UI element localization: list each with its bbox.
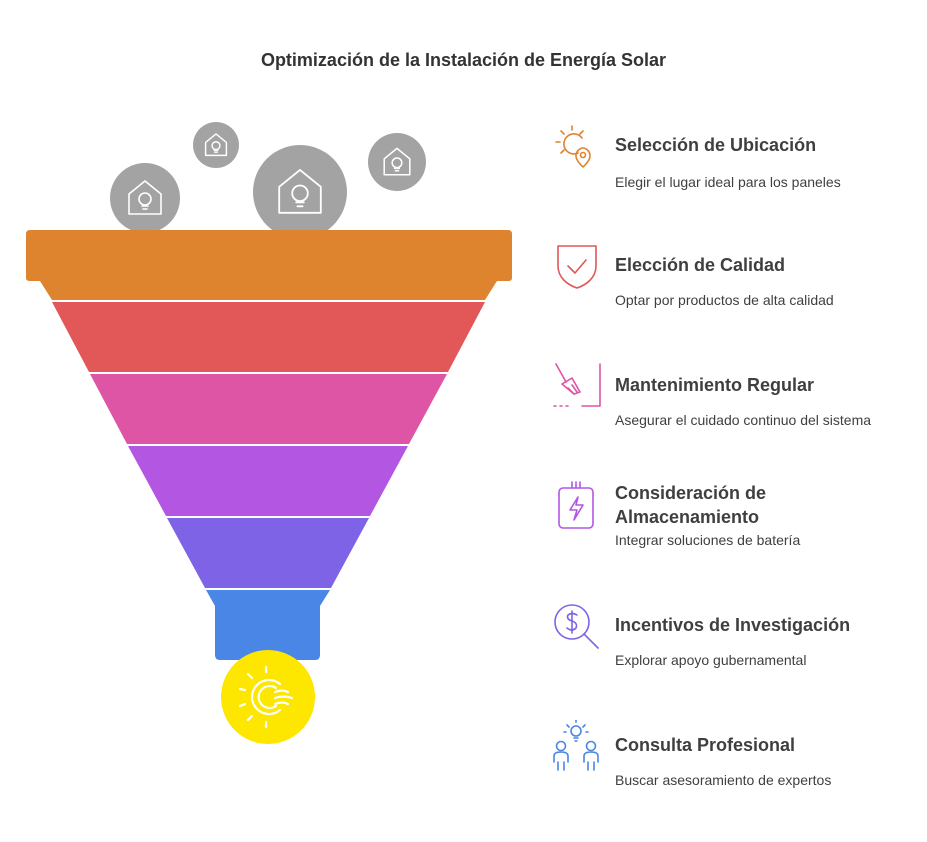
funnel-layer-2 <box>52 302 485 372</box>
funnel-layer-3 <box>90 374 447 444</box>
funnel-layer-4 <box>128 446 408 516</box>
dollar-search-icon <box>554 604 599 649</box>
broom-icon <box>553 363 601 407</box>
shield-check-icon <box>557 245 597 289</box>
house-lightbulb-icon <box>383 147 411 176</box>
step-description: Integrar soluciones de batería <box>615 532 801 548</box>
step-description: Explorar apoyo gubernamental <box>615 652 807 668</box>
step-description: Optar por productos de alta calidad <box>615 292 834 308</box>
funnel-bubble <box>368 133 426 191</box>
funnel-layer-6 <box>206 590 330 660</box>
house-lightbulb-icon <box>278 168 322 214</box>
house-lightbulb-icon <box>128 180 162 215</box>
funnel-bubble <box>253 145 347 239</box>
funnel-bubble <box>110 163 180 233</box>
step-heading: Selección de Ubicación <box>615 135 817 155</box>
step-heading: Consulta Profesional <box>615 735 796 755</box>
step-heading: Consideración de Almacenamiento <box>615 483 767 527</box>
sun-location-pin-icon <box>555 125 591 168</box>
step-heading: Elección de Calidad <box>615 255 786 275</box>
step-heading: Mantenimiento Regular <box>615 375 815 395</box>
people-idea-icon <box>553 720 599 771</box>
step-description: Elegir el lugar ideal para los paneles <box>615 174 841 190</box>
funnel-output <box>221 650 315 744</box>
funnel-layer-5 <box>167 518 369 588</box>
funnel-bubble <box>193 122 239 168</box>
diagram-title: Optimización de la Instalación de Energí… <box>260 50 667 70</box>
step-description: Asegurar el cuidado continuo del sistema <box>615 412 872 428</box>
funnel-graphic <box>26 122 512 744</box>
sun-wind-icon <box>238 665 294 729</box>
battery-bolt-icon <box>558 481 594 529</box>
step-heading: Incentivos de Investigación <box>615 615 851 635</box>
funnel-layer-1 <box>26 230 512 300</box>
house-lightbulb-icon <box>204 133 228 157</box>
step-description: Buscar asesoramiento de expertos <box>615 772 832 788</box>
